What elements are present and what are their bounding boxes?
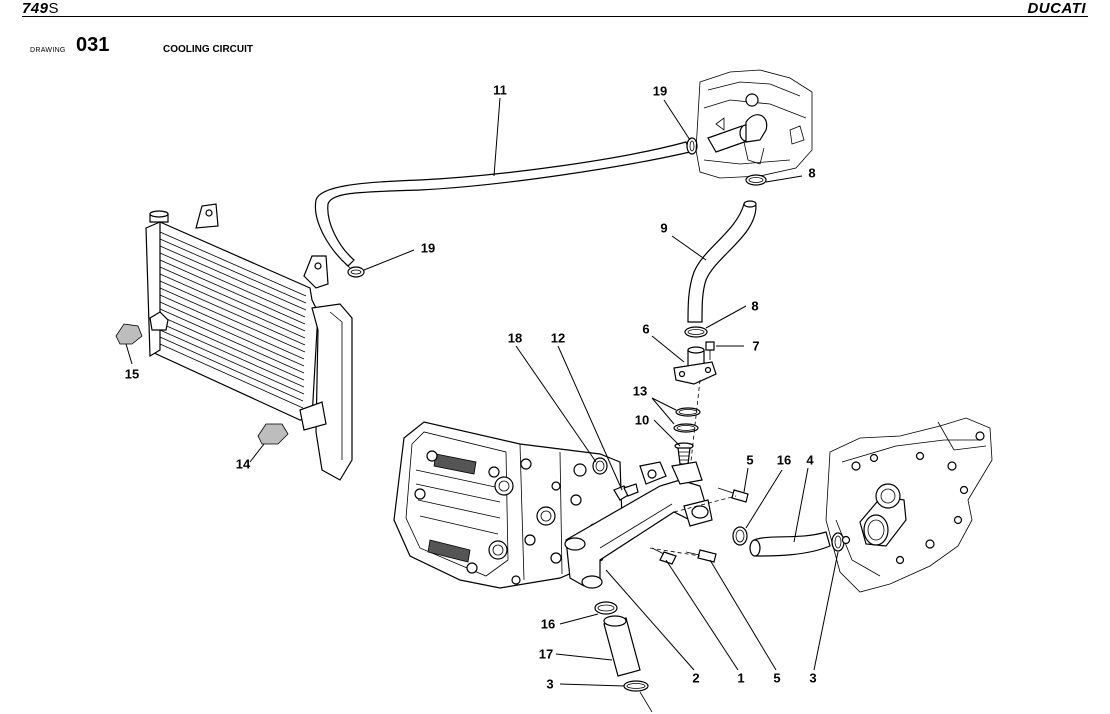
clamp-3-left <box>623 680 649 692</box>
plug-18 <box>592 457 608 475</box>
callout-8-top: 8 <box>808 165 815 180</box>
thermostat-cover-6 <box>673 346 717 385</box>
callout-18: 18 <box>508 330 522 345</box>
drawing-word: DRAWING <box>30 47 66 54</box>
brand-logo: DUCATI <box>1027 0 1086 17</box>
water-pump-cover <box>825 417 993 593</box>
callout-3-right: 3 <box>809 670 816 685</box>
callout-17: 17 <box>539 646 553 661</box>
callout-4: 4 <box>806 452 814 467</box>
hose-9 <box>687 200 757 323</box>
thermostat-10 <box>674 442 694 465</box>
clamp-16-right <box>732 526 748 546</box>
callout-19-mid: 19 <box>421 240 435 255</box>
callout-3-left: 3 <box>546 676 553 691</box>
cylinder-head-upper <box>695 69 813 179</box>
clamp-19-top <box>686 137 698 155</box>
callout-16-left: 16 <box>541 616 555 631</box>
drawing-number: 031 <box>76 34 110 56</box>
callout-11: 11 <box>493 82 507 97</box>
callout-15: 15 <box>125 366 139 381</box>
manifold-2 <box>564 461 713 589</box>
callout-5-bottom: 5 <box>773 670 780 685</box>
page-header: 749S DUCATI <box>0 0 1110 18</box>
bolt-5-top <box>717 487 749 503</box>
grommet-14 <box>257 423 289 445</box>
callout-13: 13 <box>633 383 647 398</box>
callout-7: 7 <box>752 338 759 353</box>
callout-12: 12 <box>551 330 565 345</box>
leader-lines <box>125 97 839 687</box>
clamp-19-mid <box>347 266 365 278</box>
callout-2: 2 <box>692 670 699 685</box>
callout-labels: 11 19 8 9 19 8 6 7 13 10 18 12 15 14 5 1… <box>125 82 817 691</box>
callout-9: 9 <box>660 220 667 235</box>
callout-19-top: 19 <box>653 83 667 98</box>
grommet-15 <box>115 323 143 345</box>
callout-10: 10 <box>635 412 649 427</box>
model-suffix: S <box>48 0 60 17</box>
callout-14: 14 <box>236 456 251 471</box>
hose-17 <box>603 615 641 677</box>
header-rule <box>22 16 1088 17</box>
callout-16-right: 16 <box>777 452 791 467</box>
model-number: 749 <box>22 0 49 17</box>
radiator <box>145 203 353 481</box>
clamp-8-top <box>745 174 767 186</box>
callout-5-top: 5 <box>746 452 753 467</box>
callout-8-mid: 8 <box>751 298 758 313</box>
bolt-1 <box>651 547 677 565</box>
bolt-7 <box>705 341 715 360</box>
drawing-title: COOLING CIRCUIT <box>163 44 253 55</box>
bolt-5-bottom <box>685 549 717 563</box>
clamp-8-mid <box>684 326 708 338</box>
hose-4 <box>749 531 831 557</box>
hose-11 <box>314 141 691 273</box>
callout-1: 1 <box>737 670 744 685</box>
callout-6: 6 <box>642 321 649 336</box>
clamp-16-left <box>594 601 618 615</box>
o-rings-13 <box>673 407 701 433</box>
model-name: 749S <box>22 0 59 17</box>
